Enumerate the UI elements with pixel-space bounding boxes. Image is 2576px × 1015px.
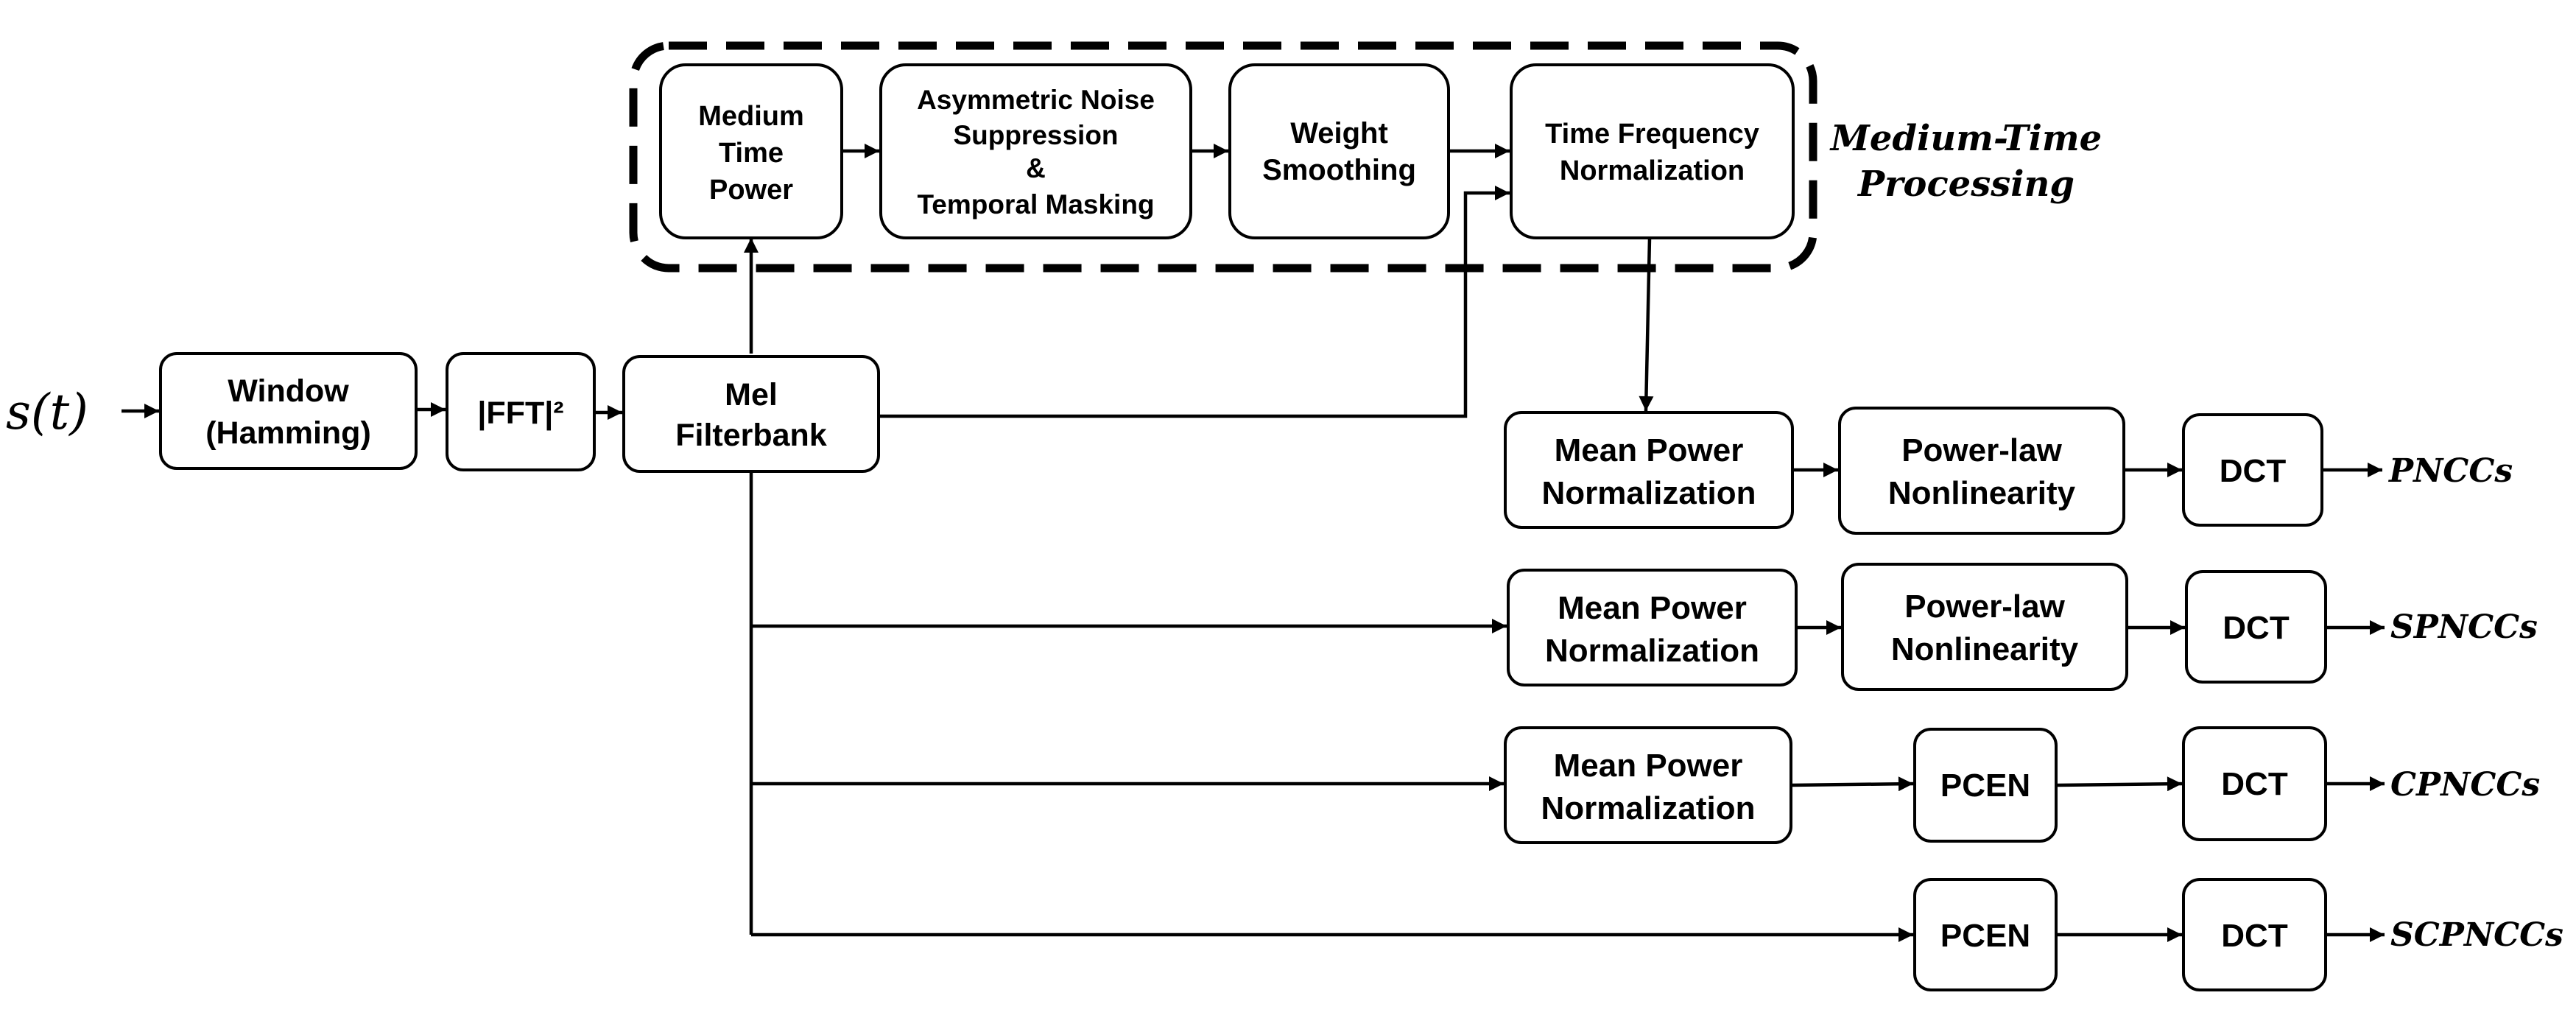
dct-box-4: DCT: [2182, 878, 2327, 991]
arrow-mel-tfn: [879, 186, 1510, 418]
output-pnccs: PNCCs: [2387, 452, 2513, 490]
output-spnccs: SPNCCs: [2390, 608, 2538, 646]
pcen-box-3: PCEN: [1913, 728, 2058, 843]
connectors: [122, 144, 2385, 942]
medium-time-group-border: [629, 41, 1817, 273]
dct-box-1: DCT: [2182, 413, 2323, 527]
input-signal-label: s(t): [6, 384, 88, 440]
svg-text:DCT: DCT: [2221, 918, 2288, 954]
arrow-tfn-mpn1: [1639, 237, 1654, 412]
output-cpnccs: CPNCCs: [2390, 766, 2540, 804]
svg-text:PCEN: PCEN: [1940, 768, 2030, 804]
arrow-pcen3-dct3: [2055, 776, 2183, 792]
svg-text:DCT: DCT: [2221, 766, 2288, 802]
dct-box-2: DCT: [2185, 570, 2327, 684]
window-box: Window(Hamming): [159, 352, 418, 470]
fft-box: |FFT|²: [446, 352, 596, 471]
output-scpnccs: SCPNCCs: [2390, 916, 2563, 954]
svg-text:DCT: DCT: [2223, 610, 2290, 646]
arrow-mpn3-pcen3: [1790, 776, 1914, 792]
svg-text:PCEN: PCEN: [1940, 918, 2030, 954]
pcen-box-4: PCEN: [1913, 878, 2058, 991]
dct-box-3: DCT: [2182, 726, 2327, 841]
svg-text:|FFT|²: |FFT|²: [477, 396, 563, 431]
svg-text:DCT: DCT: [2220, 453, 2287, 489]
svg-text:Window(Hamming): Window(Hamming): [205, 373, 371, 451]
